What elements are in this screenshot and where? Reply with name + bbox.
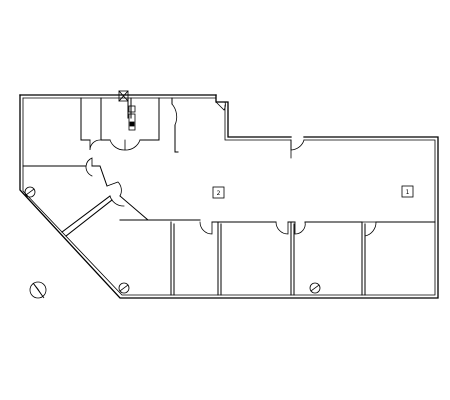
door-swing [109,139,126,151]
column-symbol [118,282,130,294]
room-tag-label: 1 [406,189,410,196]
door-swing [124,139,141,151]
door-swing [85,157,93,167]
room-tag-1: 1 [401,185,414,198]
room-tag-2: 2 [212,186,225,199]
room-tag-label: 2 [217,190,221,197]
vent-symbol [118,90,129,102]
column-symbol [309,282,321,294]
door-swing [171,103,178,126]
door-swing [199,221,213,235]
door-swings [85,101,377,237]
interior-walls [22,97,436,296]
exterior-wall [19,94,439,299]
north-arrow-icon [29,281,47,299]
door-swing [215,101,226,111]
door-swing [294,221,306,235]
door-swing [361,221,377,237]
door-swing [85,165,93,177]
door-swing [106,181,122,197]
sink-fixture [128,113,136,131]
column-symbols [24,186,321,294]
restroom-fixtures [118,90,136,131]
door-swing [109,195,125,207]
column-symbol [24,186,36,198]
door-swing [89,139,101,151]
door-swing [275,221,289,235]
door-swing [290,139,305,151]
toilet-fixture [128,105,136,113]
